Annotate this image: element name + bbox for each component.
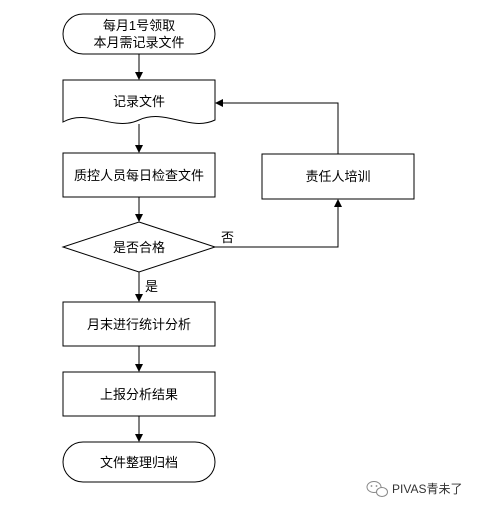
training-process-label: 责任人培训 <box>305 169 370 184</box>
qualified-decision-label: 是否合格 <box>113 240 165 255</box>
qualified-decision: 是否合格 <box>61 221 217 273</box>
record-document-label: 记录文件 <box>113 94 165 109</box>
watermark: PIVAS青未了 <box>366 481 462 497</box>
edge-label-yes: 是 <box>145 279 158 294</box>
edge-label-no: 否 <box>221 230 234 245</box>
monthly-stats-process: 月末进行统计分析 <box>62 301 216 347</box>
start-terminal: 每月1号领取 本月需记录文件 <box>62 13 216 55</box>
monthly-stats-process-label: 月末进行统计分析 <box>87 317 191 332</box>
qc-check-process-label: 质控人员每日检查文件 <box>74 168 204 183</box>
archive-terminal-label: 文件整理归档 <box>100 455 178 470</box>
training-process: 责任人培训 <box>261 153 415 200</box>
watermark-text: PIVAS青未了 <box>392 482 462 496</box>
wechat-icon <box>366 481 388 497</box>
report-process-label: 上报分析结果 <box>100 387 178 402</box>
report-process: 上报分析结果 <box>62 371 216 417</box>
start-terminal-line2: 本月需记录文件 <box>93 35 184 50</box>
edge-training-to-record <box>215 99 339 154</box>
qc-check-process: 质控人员每日检查文件 <box>62 152 216 198</box>
edge-decision-no-to-training <box>215 199 342 248</box>
archive-terminal: 文件整理归档 <box>62 441 216 483</box>
record-document: 记录文件 <box>62 79 216 124</box>
start-terminal-line1: 每月1号领取 <box>103 18 175 33</box>
